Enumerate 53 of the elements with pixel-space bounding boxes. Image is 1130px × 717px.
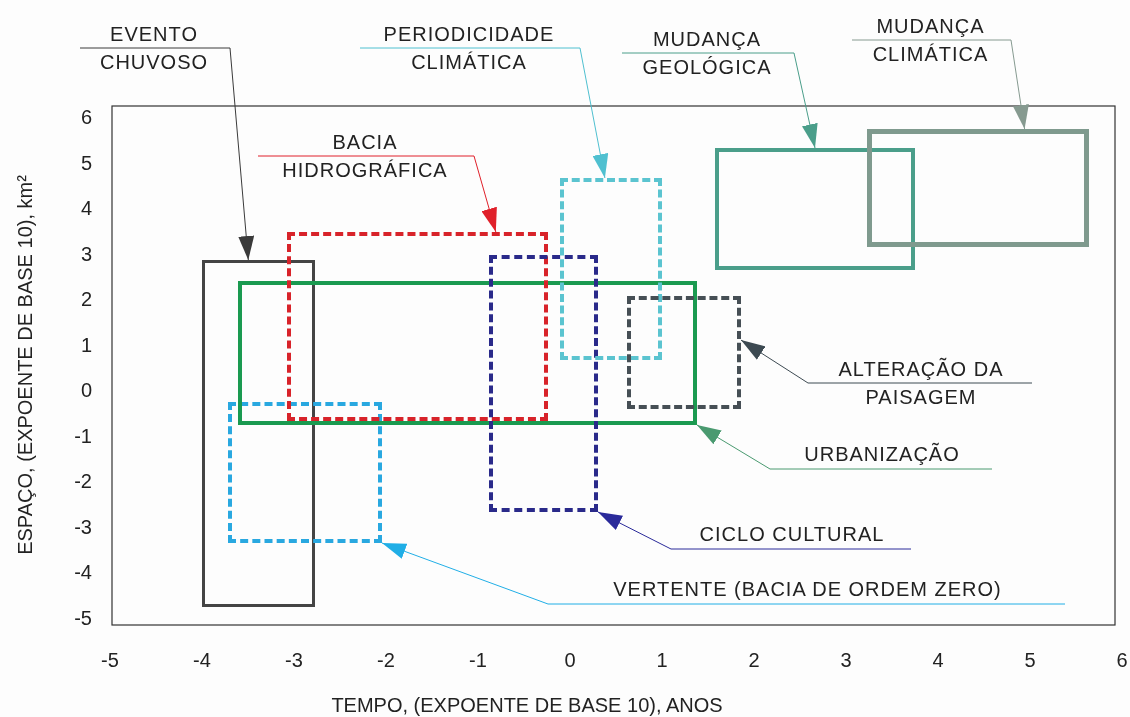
axis-tick-label: -1 <box>73 424 92 447</box>
leader-arrow <box>621 52 818 149</box>
leader-arrow <box>381 542 1066 605</box>
callout-label: PERIODICIDADE CLIMÁTICA <box>360 20 578 76</box>
axis-tick-label: 6 <box>79 106 92 128</box>
axis-tick-label: 3 <box>839 649 853 671</box>
range-rectangle <box>238 281 697 425</box>
axis-tick-label: -2 <box>73 470 92 492</box>
axis-tick-label: 1 <box>79 333 92 356</box>
leader-arrow <box>257 155 497 233</box>
axis-tick-label: 2 <box>79 288 92 310</box>
callout-label: MUDANÇA CLIMÁTICA <box>852 12 1009 68</box>
leader-arrow <box>740 339 1033 384</box>
axis-tick-label: 5 <box>1023 649 1037 671</box>
axis-tick-label: 2 <box>747 649 761 671</box>
range-rectangle <box>867 129 1089 247</box>
leader-arrow <box>597 511 912 550</box>
dashed-range-rectangle <box>489 255 598 512</box>
callout-label: CICLO CULTURAL <box>673 520 911 548</box>
axis-tick-label: 1 <box>655 649 669 671</box>
axis-tick-label: 4 <box>931 649 945 671</box>
axis-tick-label: -4 <box>73 561 92 583</box>
leader-arrow <box>79 47 255 261</box>
axis-tick-label: -1 <box>468 649 488 671</box>
leader-arrow <box>851 39 1029 130</box>
callout-label: ALTERAÇÃO DA PAISAGEM <box>810 355 1032 411</box>
axis-tick-label: 0 <box>79 379 92 401</box>
axis-tick-label: -4 <box>192 649 212 671</box>
callout-label: MUDANÇA GEOLÓGICA <box>622 25 792 81</box>
range-rectangle <box>202 260 315 607</box>
axis-tick-label: -5 <box>73 606 92 629</box>
callout-label: BACIA HIDROGRÁFICA <box>258 128 472 184</box>
leader-arrow <box>359 47 609 179</box>
range-rectangle <box>715 148 915 270</box>
callout-label: URBANIZAÇÃO <box>772 440 992 468</box>
axis-tick-label: 0 <box>563 649 577 671</box>
axis-tick-label: 6 <box>1115 649 1129 671</box>
axis-tick-label: -3 <box>284 649 304 671</box>
axis-title: TEMPO, (EXPOENTE DE BASE 10), ANOS <box>330 694 724 716</box>
axis-tick-label: -3 <box>73 515 92 538</box>
dashed-range-rectangle <box>627 296 741 409</box>
callout-label: EVENTO CHUVOSO <box>80 20 228 76</box>
axis-tick-label: -5 <box>100 649 120 671</box>
dashed-range-rectangle <box>228 402 382 543</box>
dashed-range-rectangle <box>560 178 662 360</box>
axis-tick-label: 3 <box>79 242 92 265</box>
dashed-range-rectangle <box>287 232 548 421</box>
axis-title: ESPAÇO, (EXPOENTE DE BASE 10), km² <box>14 174 36 557</box>
axis-tick-label: 4 <box>79 197 92 219</box>
callout-label: VERTENTE (BACIA DE ORDEM ZERO) <box>550 575 1065 603</box>
axis-tick-label: 5 <box>79 151 92 174</box>
axis-tick-label: -2 <box>376 649 396 671</box>
leader-arrow <box>696 424 993 470</box>
